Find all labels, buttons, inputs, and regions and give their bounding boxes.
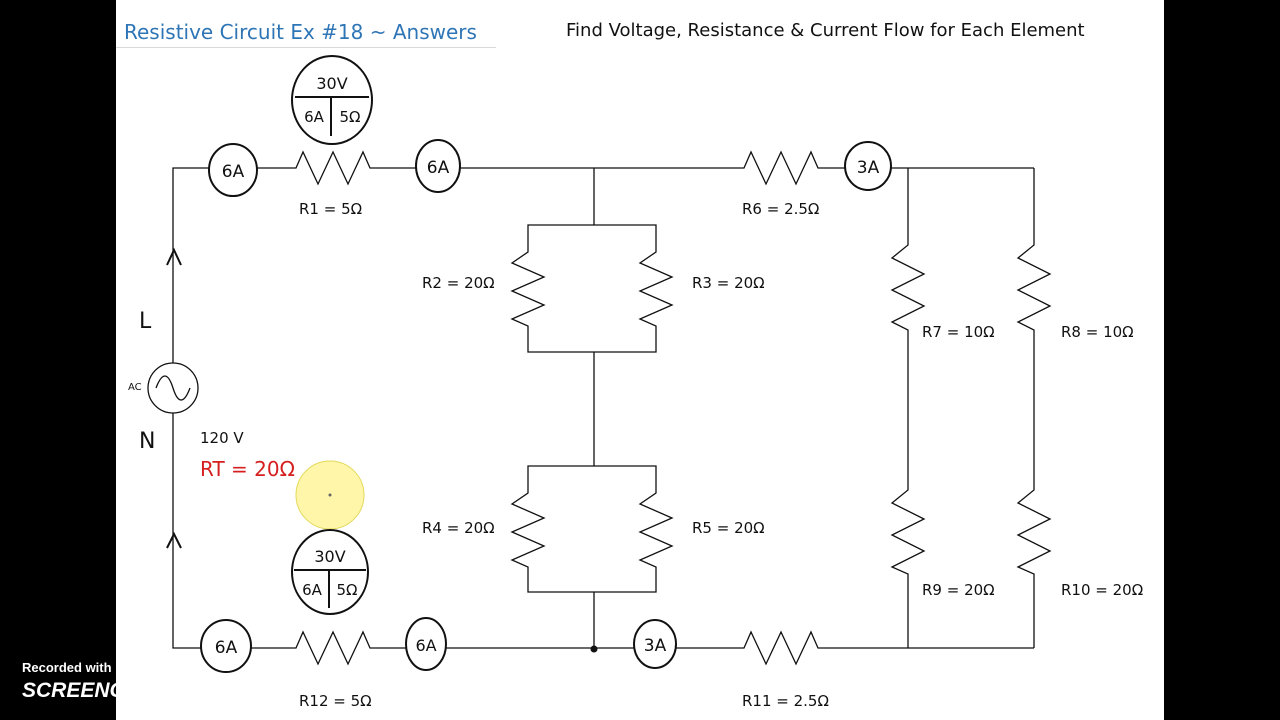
line-label: L bbox=[139, 309, 152, 334]
wires bbox=[172, 167, 1035, 653]
resistor-r1 bbox=[288, 150, 378, 186]
total-resistance: RT = 20Ω bbox=[200, 457, 295, 481]
ac-label: AC bbox=[128, 382, 142, 393]
svg-text:3A: 3A bbox=[857, 158, 880, 178]
screencast-watermark: Recorded with SCREENCAST MATIC bbox=[22, 660, 256, 703]
resistor-r4 bbox=[510, 486, 546, 572]
r12-resistance: 5Ω bbox=[336, 581, 357, 599]
label-r10: R10 = 20Ω bbox=[1061, 581, 1143, 599]
resistor-r7 bbox=[890, 238, 926, 336]
label-r2: R2 = 20Ω bbox=[422, 274, 495, 292]
r1-voltage: 30V bbox=[316, 74, 347, 93]
junction-dot bbox=[590, 645, 598, 653]
r1-current: 6A bbox=[304, 108, 325, 126]
vir-circle-r1: 30V 6A 5Ω bbox=[291, 55, 373, 145]
label-r8: R8 = 10Ω bbox=[1061, 323, 1134, 341]
r12-voltage: 30V bbox=[314, 547, 345, 566]
wire-r2r3-lower bbox=[527, 332, 657, 353]
current-bubble-bottom-left: 6A bbox=[200, 619, 252, 673]
screencast-logo: SCREENCAST MATIC bbox=[22, 679, 256, 703]
label-r11: R11 = 2.5Ω bbox=[742, 692, 829, 710]
current-bubble-top-left: 6A bbox=[208, 143, 258, 197]
resistor-r10 bbox=[1016, 483, 1052, 580]
wire-left-top bbox=[172, 167, 288, 364]
resistor-r9 bbox=[890, 483, 926, 580]
wire-r4r5-upper bbox=[527, 465, 657, 486]
current-bubble-top-mid: 6A bbox=[415, 139, 461, 193]
label-r12: R12 = 5Ω bbox=[299, 692, 372, 710]
label-r3: R3 = 20Ω bbox=[692, 274, 765, 292]
ac-source: AC bbox=[128, 362, 199, 414]
svg-text:6A: 6A bbox=[215, 638, 238, 658]
resistor-r3 bbox=[638, 245, 674, 332]
current-bubble-top-right: 3A bbox=[844, 141, 892, 191]
neutral-label: N bbox=[139, 429, 155, 454]
arrow-up-icon bbox=[166, 531, 182, 549]
current-bubble-bottom-mid: 6A bbox=[405, 617, 447, 671]
resistor-r12 bbox=[288, 630, 378, 666]
vir-circle-r12: 30V 6A 5Ω bbox=[291, 529, 369, 615]
circuit-diagram: AC 120 V L N R1 = 5Ω R2 = 20Ω R3 = 20Ω R… bbox=[128, 55, 1143, 710]
label-r7: R7 = 10Ω bbox=[922, 323, 995, 341]
label-r4: R4 = 20Ω bbox=[422, 519, 495, 537]
wire-r4r5-lower bbox=[527, 572, 657, 593]
sine-icon bbox=[155, 375, 191, 401]
label-r5: R5 = 20Ω bbox=[692, 519, 765, 537]
resistor-r5 bbox=[638, 486, 674, 572]
title-divider bbox=[116, 47, 496, 48]
r1-resistance: 5Ω bbox=[339, 108, 360, 126]
wire-left-bottom bbox=[172, 412, 288, 649]
slide: Resistive Circuit Ex #18 ~ Answers Find … bbox=[116, 0, 1164, 720]
source-voltage: 120 V bbox=[200, 429, 244, 447]
resistor-r11 bbox=[736, 630, 826, 666]
brand-right: MATIC bbox=[190, 679, 256, 702]
wire-r2r3-upper bbox=[527, 224, 657, 245]
r12-current: 6A bbox=[302, 581, 323, 599]
current-bubble-bottom-right: 3A bbox=[633, 619, 677, 669]
resistor-r2 bbox=[510, 245, 546, 332]
record-icon bbox=[167, 680, 190, 702]
svg-text:6A: 6A bbox=[222, 162, 245, 182]
svg-text:6A: 6A bbox=[415, 636, 436, 655]
svg-text:3A: 3A bbox=[644, 636, 667, 656]
svg-text:6A: 6A bbox=[427, 158, 450, 178]
label-r1: R1 = 5Ω bbox=[299, 200, 362, 218]
brand-left: SCREENCAST bbox=[22, 679, 167, 702]
slide-subtitle: Find Voltage, Resistance & Current Flow … bbox=[566, 20, 1085, 41]
cursor-dot bbox=[328, 493, 332, 497]
label-r6: R6 = 2.5Ω bbox=[742, 200, 819, 218]
slide-title: Resistive Circuit Ex #18 ~ Answers bbox=[124, 20, 477, 44]
recorded-with-label: Recorded with bbox=[22, 660, 112, 675]
resistor-r6 bbox=[736, 150, 826, 186]
arrow-up-icon bbox=[166, 247, 182, 266]
resistor-r8 bbox=[1016, 238, 1052, 336]
label-r9: R9 = 20Ω bbox=[922, 581, 995, 599]
